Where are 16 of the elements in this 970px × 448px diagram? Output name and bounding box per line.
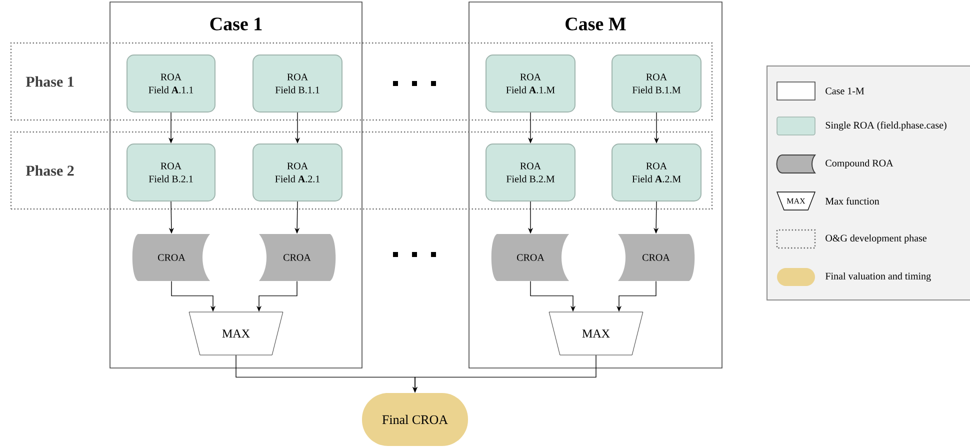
max-trapezoid: MAX	[548, 312, 644, 356]
legend-text: Single ROA (field.phase.case)	[826, 121, 946, 131]
legend-text: O&G development phase	[826, 234, 926, 244]
process-box: ROA Field A.2.M	[612, 144, 702, 202]
process-box: ROA Field B.2.1	[126, 144, 216, 202]
legend-text: Compound ROA	[826, 159, 894, 169]
legend-text: Max function	[826, 197, 880, 205]
legend-text: Case 1-M	[826, 88, 864, 94]
process-box: ROA Field B.2.M	[486, 144, 576, 202]
process-box: ROA Field A.1.M	[486, 54, 576, 112]
process-box: ROA Field B.1.1	[252, 54, 342, 112]
process-box: ROA Field A.1.1	[126, 54, 216, 112]
process-box: ROA Field A.2.1	[252, 144, 342, 202]
max-trapezoid: MAX	[188, 312, 284, 356]
process-box: ROA Field B.1.M	[612, 54, 702, 112]
legend-text: Final valuation and timing	[826, 272, 931, 282]
